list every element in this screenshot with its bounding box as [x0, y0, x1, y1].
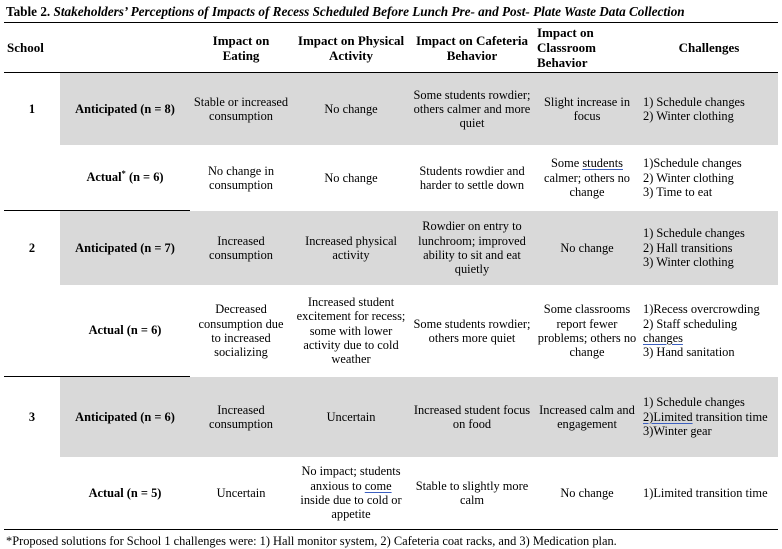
table-figure-page: Table 2. Stakeholders’ Perceptions of Im…	[4, 0, 778, 548]
stakeholder-perceptions-table: School Impact on Eating Impact on Physic…	[4, 23, 778, 529]
column-header-phase	[60, 23, 190, 73]
table-title-label: Table 2.	[6, 4, 51, 19]
cell-impact-classroom-behavior: Some classrooms report fewer problems; o…	[537, 302, 637, 360]
spellcheck-underlined-word: come	[364, 478, 392, 493]
table-title-text: Stakeholders’ Perceptions of Impacts of …	[53, 4, 685, 19]
cell-phase: Actual* (n = 6)	[60, 144, 190, 212]
cell-impact-cafeteria-behavior: Increased student focus on food	[410, 376, 534, 457]
column-header-eating: Impact on Eating	[212, 32, 270, 63]
table-header: School Impact on Eating Impact on Physic…	[4, 23, 778, 73]
cell-impact-eating: Decreased consumption due to increased s…	[198, 302, 284, 360]
cell-impact-cafeteria-behavior: Some students rowdier; others more quiet	[413, 316, 531, 345]
cell-school-number: 2	[4, 210, 60, 285]
table-row: Actual* (n = 6) No change in consumption N…	[4, 144, 778, 212]
column-header-school: School	[7, 40, 44, 56]
column-header-challenges: Challenges	[678, 40, 740, 56]
spellcheck-underlined-word: changes	[643, 330, 683, 345]
cell-phase: Actual (n = 5)	[88, 485, 162, 500]
challenge-item: 2) Staff scheduling changes	[643, 316, 738, 345]
spellcheck-underlined-word: students	[582, 156, 623, 171]
cell-impact-classroom-behavior: No change	[560, 485, 614, 500]
challenge-item: 2)Limited transition time	[643, 409, 768, 424]
challenge-item: 1) Schedule changes	[643, 94, 745, 109]
cell-impact-eating: Increased consumption	[190, 376, 292, 457]
cell-school-number	[4, 144, 60, 212]
spellcheck-underlined-word: 2)Limited	[643, 409, 693, 424]
table-row: Actual (n = 5) Uncertain No impact; studen…	[4, 456, 778, 529]
cell-impact-eating: Stable or increased consumption	[190, 72, 292, 145]
cell-phase: Actual (n = 6)	[60, 284, 190, 378]
challenge-item: 2) Hall transitions	[643, 240, 733, 255]
column-header-classroom-behavior: Impact on Classroom Behavior	[537, 25, 596, 71]
cell-challenges: 1)Limited transition time	[640, 457, 778, 529]
cell-impact-cafeteria-behavior: Students rowdier and harder to settle do…	[419, 163, 525, 192]
challenge-item: 3) Time to eat	[643, 185, 713, 200]
cell-school-number	[4, 284, 60, 378]
challenge-item: 1) Schedule changes	[643, 226, 745, 241]
cell-school-number: 3	[4, 376, 60, 457]
cell-phase: Anticipated (n = 8)	[60, 72, 190, 145]
cell-impact-cafeteria-behavior: Some students rowdier; others calmer and…	[410, 72, 534, 145]
challenge-item: 2) Winter clothing	[643, 109, 734, 124]
cell-impact-eating: Uncertain	[216, 485, 266, 500]
table-title: Table 2. Stakeholders’ Perceptions of Im…	[4, 0, 778, 24]
challenge-item: 1)Schedule changes	[643, 156, 742, 171]
challenge-item: 3) Hand sanitation	[643, 345, 735, 360]
header-row: School Impact on Eating Impact on Physic…	[4, 23, 778, 73]
cell-impact-classroom-behavior: Increased calm and engagement	[534, 376, 640, 457]
challenge-item: 3) Winter clothing	[643, 255, 734, 270]
cell-impact-eating: No change in consumption	[207, 163, 275, 192]
cell-impact-physical-activity: No change	[324, 170, 378, 185]
cell-impact-physical-activity: No change	[292, 72, 410, 145]
cell-impact-classroom-behavior: Slight increase in focus	[534, 72, 640, 145]
cell-impact-cafeteria-behavior: Rowdier on entry to lunchroom; improved …	[410, 210, 534, 285]
cell-impact-physical-activity: No impact; students anxious to come insi…	[300, 464, 402, 522]
column-header-cafeteria-behavior: Impact on Cafeteria Behavior	[416, 32, 528, 63]
cell-phase: Anticipated (n = 7)	[60, 210, 190, 285]
cell-impact-physical-activity: Increased physical activity	[292, 210, 410, 285]
table-row: Actual (n = 6)Decreased consumption due …	[4, 284, 778, 378]
cell-impact-classroom-behavior: No change	[534, 210, 640, 285]
cell-impact-physical-activity: Uncertain	[292, 376, 410, 457]
challenge-item: 3)Winter gear	[643, 424, 712, 439]
table-footnote: *Proposed solutions for School 1 challen…	[6, 533, 617, 548]
challenge-item: 1)Recess overcrowding	[643, 302, 760, 317]
challenge-item: 1) Schedule changes	[643, 395, 745, 410]
footnote-marker: *	[121, 168, 126, 179]
cell-phase: Anticipated (n = 6)	[60, 376, 190, 457]
column-header-physical-activity: Impact on Physical Activity	[297, 32, 405, 63]
cell-impact-eating: Increased consumption	[190, 210, 292, 285]
table-bottom-rule	[4, 528, 778, 530]
cell-school-number	[4, 456, 60, 529]
cell-school-number: 1	[4, 72, 60, 145]
cell-impact-physical-activity: Increased student excitement for recess;…	[296, 294, 406, 367]
challenge-item: 1)Limited transition time	[643, 485, 768, 500]
cell-impact-cafeteria-behavior: Stable to slightly more calm	[415, 478, 529, 507]
challenge-item: 2) Winter clothing	[643, 170, 734, 185]
cell-impact-classroom-behavior: Some students calmer; others no change	[543, 156, 630, 200]
